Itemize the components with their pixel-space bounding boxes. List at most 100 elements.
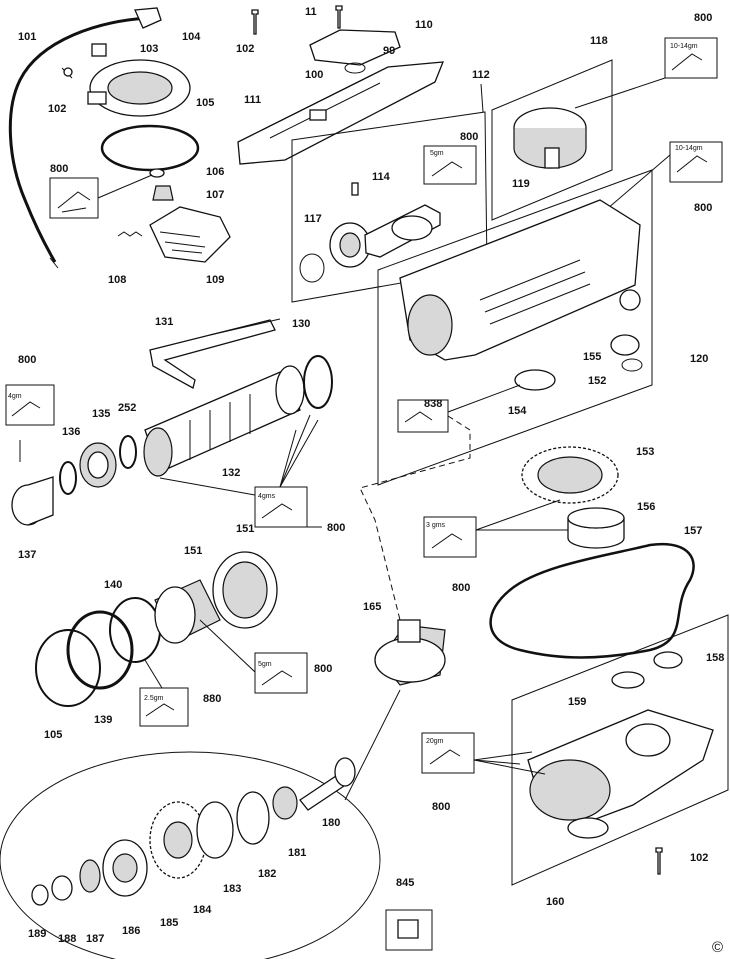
bearing-part-107 (152, 185, 174, 201)
seal-part-158 (653, 651, 683, 669)
label: 114 (372, 171, 391, 183)
grease-label: 10-14gm (675, 145, 703, 152)
label: 800 (327, 522, 345, 534)
ring-part-139 (66, 610, 134, 690)
label: 153 (636, 446, 654, 458)
label: 151 (236, 523, 254, 535)
label: 120 (690, 353, 708, 365)
label: 181 (288, 847, 306, 859)
pin-part-114 (351, 182, 359, 196)
bearing-part-181 (272, 786, 298, 820)
pin-part-130 (209, 318, 281, 336)
label: 157 (684, 525, 702, 537)
washer-part-106 (149, 168, 165, 178)
label: 252 (118, 402, 136, 414)
label: 102 (236, 43, 254, 55)
box-part-118 (491, 59, 613, 221)
label: 105 (44, 729, 62, 741)
clutch-disc-part-182 (236, 791, 270, 845)
label: 800 (452, 582, 470, 594)
grease-label: 4gms (258, 493, 276, 500)
label: 184 (193, 904, 212, 916)
grease-box-5 (254, 486, 308, 528)
label: 99 (383, 45, 395, 57)
label: 800 (694, 12, 712, 24)
bearing-part-189 (31, 884, 49, 906)
label: 11 (305, 6, 317, 18)
label: 800 (460, 131, 478, 143)
gear-train-group (0, 751, 381, 959)
grease-box-2 (669, 141, 723, 183)
part-187 (79, 859, 101, 893)
bearing-part-155 (610, 334, 640, 356)
label: 160 (546, 896, 564, 908)
screw-part-102c (655, 847, 663, 875)
label: 151 (184, 545, 202, 557)
label: 119 (512, 178, 530, 190)
label: 108 (108, 274, 126, 286)
label: 106 (206, 166, 224, 178)
box-part-160 (511, 614, 729, 886)
grease-box-1 (49, 177, 99, 219)
label: 845 (396, 877, 414, 889)
label: 136 (62, 426, 80, 438)
label: 800 (694, 202, 712, 214)
grease-box-9 (421, 732, 475, 774)
o-ring-part-99 (344, 62, 366, 74)
label: 105 (196, 97, 214, 109)
label: 111 (244, 94, 261, 106)
label: 189 (28, 928, 46, 940)
housing-part-109 (149, 206, 231, 263)
box-part-120 (377, 169, 653, 486)
label: 182 (258, 868, 276, 880)
spring-part-140 (109, 597, 161, 663)
cover-part-110 (309, 29, 401, 66)
grease-label: 3 gms (426, 522, 446, 529)
label: 140 (104, 579, 122, 591)
cord-plug (134, 7, 162, 29)
screw-part-102 (251, 9, 259, 35)
label: 838 (424, 398, 442, 410)
grease-label: 5gm (430, 150, 444, 157)
seal-part-154 (514, 369, 556, 391)
ring-part-252 (119, 435, 137, 469)
label: 109 (206, 274, 224, 286)
label: 135 (92, 408, 110, 420)
ring-part-152 (621, 358, 643, 372)
washer-part-188 (51, 875, 73, 901)
gasket-part-157 (489, 542, 695, 659)
label: 132 (222, 467, 240, 479)
screw-part-11 (335, 5, 343, 29)
label: 139 (94, 714, 112, 726)
label: 156 (637, 501, 655, 513)
label: 800 (432, 801, 450, 813)
grease-label: 2.5gm (144, 695, 164, 702)
label: 137 (18, 549, 36, 561)
label: 152 (588, 375, 606, 387)
label: 101 (18, 31, 36, 43)
seal-part-159 (611, 671, 645, 689)
grease-label: 10-14gm (670, 43, 698, 50)
label: 107 (206, 189, 224, 201)
label: 102 (690, 852, 708, 864)
copyright-mark: © (712, 939, 723, 956)
grease-label: 5gm (258, 661, 272, 668)
grease-box-800-top (664, 37, 718, 79)
label: 131 (155, 316, 173, 328)
sleeve-part-131 (149, 319, 276, 389)
label: 103 (140, 43, 158, 55)
grease-box-7 (254, 652, 308, 694)
label: 117 (304, 213, 322, 225)
part-845-box (385, 909, 433, 951)
label: 188 (58, 933, 76, 945)
label: 112 (472, 69, 490, 81)
grease-box-3 (423, 145, 477, 185)
cord-part-101 (8, 16, 151, 263)
label: 118 (590, 35, 608, 47)
grease-box-6 (423, 516, 477, 558)
label: 102 (48, 103, 66, 115)
label: 100 (305, 69, 323, 81)
o-ring-part-105 (100, 124, 200, 172)
grease-box-8 (139, 687, 189, 727)
